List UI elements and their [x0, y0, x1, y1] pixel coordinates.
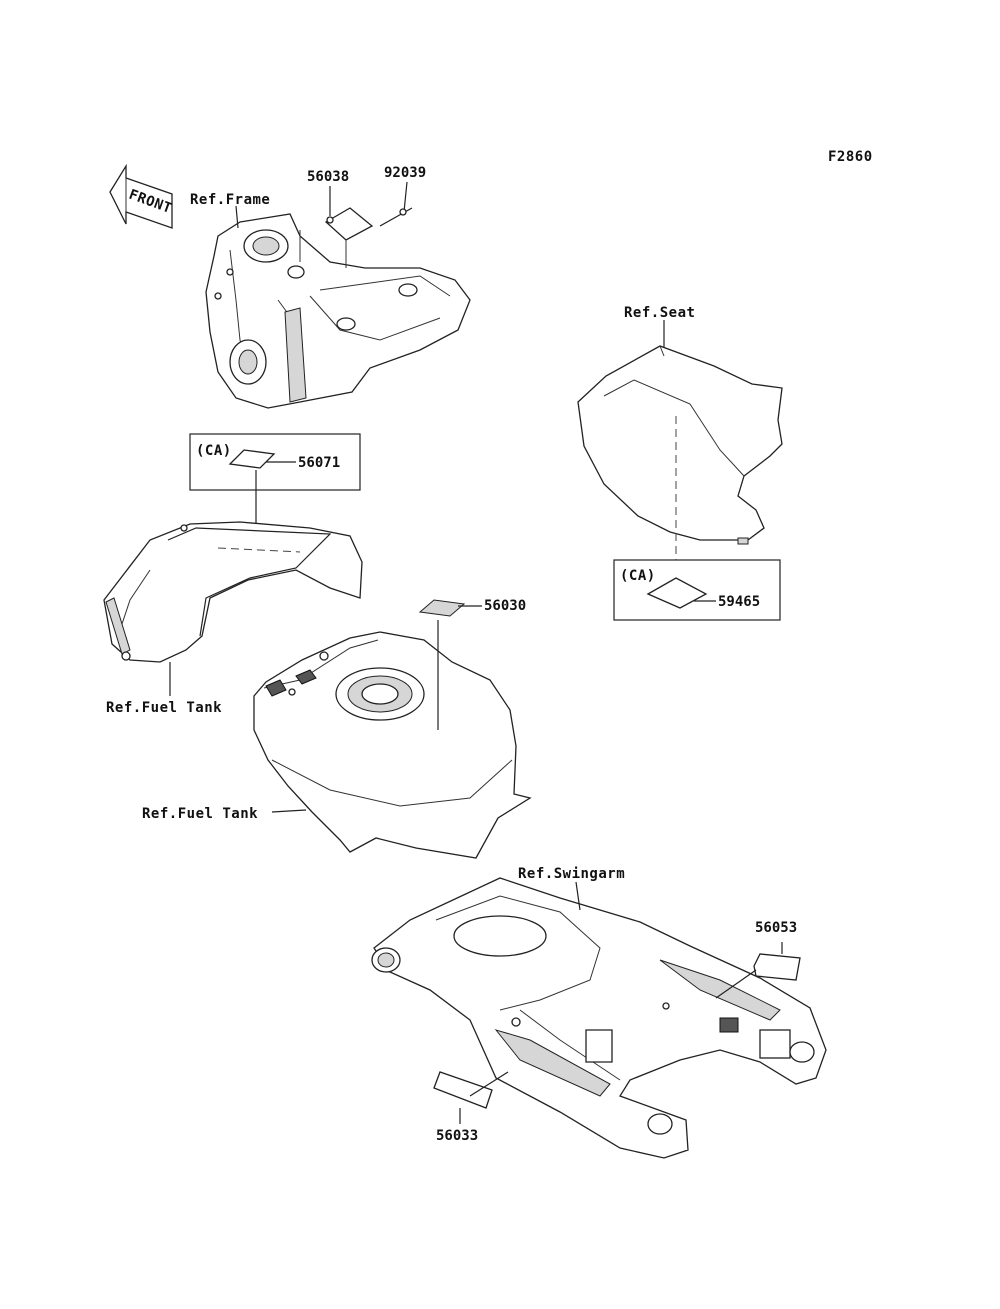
ref-fuel-tank-label-1: Ref.Fuel Tank [106, 700, 222, 716]
part-number-56038: 56038 [307, 169, 349, 185]
callout-box-tank-ca-label: (CA) [196, 443, 232, 459]
callout-box-seat-ca-label: (CA) [620, 568, 656, 584]
part-number-59465: 59465 [718, 594, 760, 610]
ref-frame-label: Ref.Frame [190, 192, 270, 208]
part-56030-label-decal [418, 599, 466, 617]
frame-illustration [205, 213, 471, 409]
ref-fuel-tank-label-2: Ref.Fuel Tank [142, 806, 258, 822]
part-number-56053: 56053 [755, 920, 797, 936]
part-number-56033: 56033 [436, 1128, 478, 1144]
part-56071-label-decal [228, 449, 276, 469]
part-56053-label-decal [753, 953, 801, 981]
front-direction-arrow-icon: FRONT [109, 163, 174, 229]
part-59465-label-decal [646, 577, 708, 609]
part-56033-label-decal [433, 1071, 493, 1109]
callout-box-seat-ca [613, 559, 781, 621]
part-number-92039: 92039 [384, 165, 426, 181]
fuel-tank-illustration [253, 631, 532, 859]
ref-swingarm-label: Ref.Swingarm [518, 866, 625, 882]
part-92039-clip [379, 207, 413, 227]
figure-code: F2860 [828, 149, 873, 165]
swingarm-illustration [371, 877, 827, 1159]
part-56038-cable-clamp [324, 207, 374, 241]
callout-box-tank-ca [189, 433, 361, 491]
seat-illustration [577, 345, 783, 545]
fuel-tank-cover-illustration [103, 521, 363, 663]
ref-seat-label: Ref.Seat [624, 305, 695, 321]
part-number-56071: 56071 [298, 455, 340, 471]
part-number-56030: 56030 [484, 598, 526, 614]
